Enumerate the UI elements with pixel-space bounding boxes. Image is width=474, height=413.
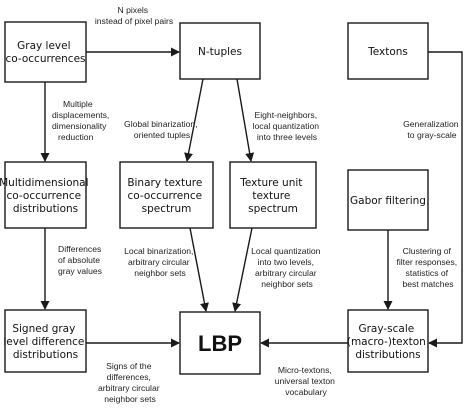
- node-label: LBP: [198, 331, 242, 356]
- node-texture-unit-spectrum: Texture unit texture spectrum: [229, 161, 317, 229]
- edge-label-signs-differences: Signs of the differences, arbitrary circ…: [98, 361, 162, 404]
- node-label: Textons: [367, 46, 408, 58]
- node-label: Gray level co-occurrences: [5, 40, 85, 65]
- node-label: Binary texture co-occurrence spectrum: [127, 177, 205, 215]
- node-label: N-tuples: [198, 46, 242, 58]
- node-gabor-filtering: Gabor filtering: [347, 169, 429, 231]
- node-n-tuples: N-tuples: [179, 22, 261, 80]
- node-lbp: LBP: [179, 311, 261, 375]
- node-label: Multidimensional co-occurrence distribut…: [0, 177, 92, 215]
- edge-label-eight-neighbors: Eight-neighbors, local quantization into…: [253, 110, 322, 142]
- edge-label-local-binarization: Local binarization, arbitrary circular n…: [124, 246, 196, 278]
- arrow-textons-to-macro-texton: [428, 51, 463, 348]
- edge-label-n-pixels: N pixels instead of pixel pairs: [95, 5, 173, 26]
- node-gray-level-cooccurrences: Gray level co-occurrences: [4, 21, 87, 83]
- node-label: Texture unit texture spectrum: [239, 177, 305, 215]
- edge-label-differences-absolute: Differences of absolute gray values: [58, 244, 104, 276]
- node-textons: Textons: [347, 22, 429, 80]
- arrow-binary-texture-to-lbp: [189, 227, 209, 312]
- arrow-n-tuples-to-texture-unit: [236, 78, 255, 162]
- node-multidimensional-cooccurrence: Multidimensional co-occurrence distribut…: [0, 161, 92, 229]
- node-label: Signed gray level difference distributio…: [3, 323, 87, 361]
- edge-label-clustering: Clustering of filter responses, statisti…: [396, 246, 459, 289]
- edge-label-multiple-displacements: Multiple displacements, dimensionality r…: [52, 99, 112, 142]
- arrow-texture-unit-to-lbp: [232, 227, 253, 312]
- node-label: Gray-scale (macro-)texton distributions: [347, 323, 429, 361]
- node-binary-texture-cooccurrence: Binary texture co-occurrence spectrum: [119, 161, 214, 229]
- edge-label-global-binarization: Global binarization, oriented tuples: [124, 119, 200, 140]
- node-signed-gray-level-difference: Signed gray level difference distributio…: [3, 309, 87, 373]
- arrow-n-tuples-to-binary-texture: [184, 78, 204, 162]
- edge-label-generalization: Generalization to gray-scale: [403, 119, 461, 140]
- edge-label-local-quantization: Local quantization into two levels, arbi…: [251, 246, 323, 289]
- edge-label-micro-textons: Micro-textons, universal texton vocabula…: [275, 365, 338, 397]
- node-label: Gabor filtering: [350, 195, 426, 207]
- node-gray-scale-macro-texton: Gray-scale (macro-)texton distributions: [347, 309, 429, 373]
